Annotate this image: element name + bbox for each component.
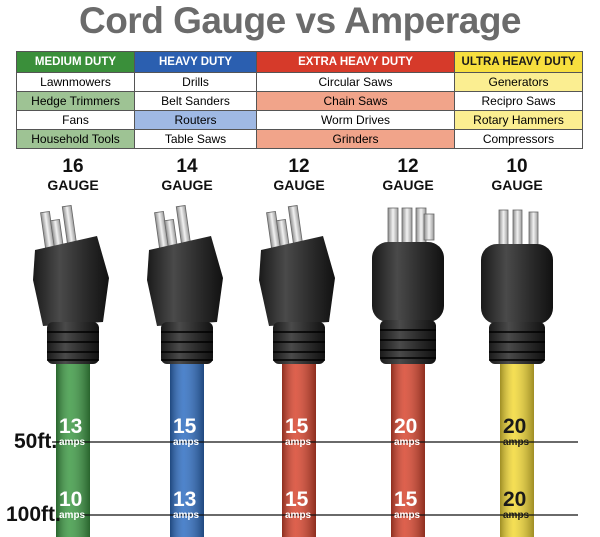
prong xyxy=(387,207,399,247)
plug-body xyxy=(259,236,335,326)
amps-50ft-value: 13 xyxy=(59,415,82,438)
plug-collar xyxy=(161,322,213,364)
duty-cell: Hedge Trimmers xyxy=(16,91,135,111)
duty-cell: Belt Sanders xyxy=(134,91,257,111)
amps-100ft-value: 15 xyxy=(394,488,418,511)
duty-header-medium: MEDIUM DUTY xyxy=(16,51,135,73)
duty-cell: Drills xyxy=(134,72,257,92)
duty-header-heavy: HEAVY DUTY xyxy=(134,51,257,73)
amps-100ft-unit: amps xyxy=(59,510,86,521)
duty-row: Hedge Trimmers Belt Sanders Chain Saws R… xyxy=(16,91,583,111)
gauge-number: 12 xyxy=(397,156,418,177)
gauge-word: GAUGE xyxy=(491,177,542,193)
duty-row: Lawnmowers Drills Circular Saws Generato… xyxy=(16,72,583,92)
amps-100ft-value: 10 xyxy=(59,488,82,511)
gauge-number: 14 xyxy=(176,156,198,177)
amps-50ft-unit: amps xyxy=(59,437,86,448)
duty-cell: Rotary Hammers xyxy=(454,110,583,130)
prong xyxy=(512,209,523,249)
amps-100ft-unit: amps xyxy=(285,510,312,521)
duty-cell: Generators xyxy=(454,72,583,92)
gauge-word: GAUGE xyxy=(382,177,433,193)
amps-50ft-value: 15 xyxy=(285,415,309,438)
gauge-number: 16 xyxy=(62,156,83,177)
amps-50ft-value: 20 xyxy=(394,415,417,438)
duty-cell: Grinders xyxy=(256,129,455,149)
cord-shading xyxy=(391,340,425,537)
cord-shading xyxy=(282,340,316,537)
plug-body xyxy=(481,244,553,324)
plug-body xyxy=(33,236,109,326)
plug-collar xyxy=(489,322,545,364)
prong xyxy=(498,209,509,249)
duty-row: Household Tools Table Saws Grinders Comp… xyxy=(16,129,583,149)
page-title: Cord Gauge vs Amperage xyxy=(78,0,522,41)
gauge-number: 12 xyxy=(288,156,309,177)
plug-collar xyxy=(380,320,436,364)
duty-cell: Chain Saws xyxy=(256,91,455,111)
prong xyxy=(423,213,435,241)
duty-cell: Lawnmowers xyxy=(16,72,135,92)
duty-cell: Worm Drives xyxy=(256,110,455,130)
duty-header-extra-heavy: EXTRA HEAVY DUTY xyxy=(256,51,455,73)
duty-cell: Fans xyxy=(16,110,135,130)
amps-50ft-value: 15 xyxy=(173,415,197,438)
amps-100ft-value: 20 xyxy=(503,488,526,511)
plug-scene: 16GAUGE13amps10amps14GAUGE15amps13amps12… xyxy=(6,156,578,537)
amps-50ft-unit: amps xyxy=(173,437,200,448)
plug-collar xyxy=(47,322,99,364)
prong xyxy=(287,205,304,247)
amps-100ft-unit: amps xyxy=(503,510,530,521)
amps-50ft-unit: amps xyxy=(394,437,421,448)
amps-100ft-value: 15 xyxy=(285,488,309,511)
cord-shading xyxy=(170,340,204,537)
gauge-word: GAUGE xyxy=(273,177,324,193)
gauge-number: 10 xyxy=(506,156,527,177)
duty-cell: Routers xyxy=(134,110,257,130)
cord-shading xyxy=(500,340,534,537)
duty-cell: Household Tools xyxy=(16,129,135,149)
amps-100ft-unit: amps xyxy=(173,510,200,521)
amps-100ft-unit: amps xyxy=(394,510,421,521)
length-label-100ft: 100ft. xyxy=(6,503,61,526)
prong xyxy=(401,207,413,247)
plug-body xyxy=(372,242,444,322)
gauge-word: GAUGE xyxy=(161,177,212,193)
length-label-50ft: 50ft. xyxy=(14,430,57,453)
duty-header-row: MEDIUM DUTY HEAVY DUTY EXTRA HEAVY DUTY … xyxy=(16,51,583,73)
prong xyxy=(528,211,539,247)
prong xyxy=(61,205,78,247)
duty-cell: Table Saws xyxy=(134,129,257,149)
duty-table: MEDIUM DUTY HEAVY DUTY EXTRA HEAVY DUTY … xyxy=(16,51,583,149)
amps-50ft-unit: amps xyxy=(503,437,530,448)
duty-cell: Circular Saws xyxy=(256,72,455,92)
duty-cell: Recipro Saws xyxy=(454,91,583,111)
plug-collar xyxy=(273,322,325,364)
gauge-word: GAUGE xyxy=(47,177,98,193)
cord-shading xyxy=(56,340,90,537)
duty-header-ultra-heavy: ULTRA HEAVY DUTY xyxy=(454,51,583,73)
plug-body xyxy=(147,236,223,326)
amps-50ft-unit: amps xyxy=(285,437,312,448)
duty-cell: Compressors xyxy=(454,129,583,149)
amps-100ft-value: 13 xyxy=(173,488,196,511)
amps-50ft-value: 20 xyxy=(503,415,526,438)
prong xyxy=(175,205,192,247)
duty-row: Fans Routers Worm Drives Rotary Hammers xyxy=(16,110,583,130)
